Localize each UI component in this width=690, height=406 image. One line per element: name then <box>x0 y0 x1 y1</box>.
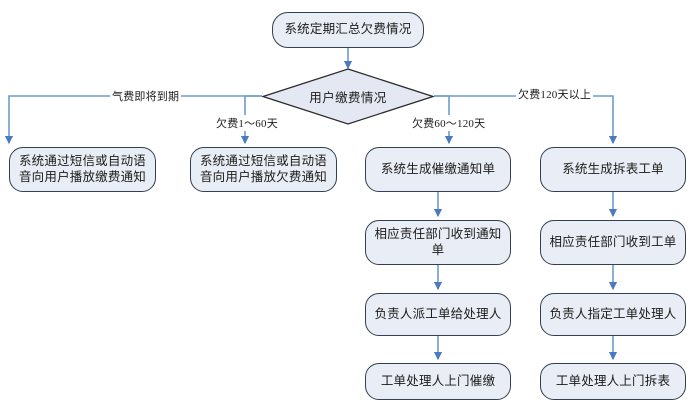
node-manager-designates-handler[interactable]: 负责人指定工单处理人 <box>540 293 686 336</box>
node-handler-visits-to-remove-meter[interactable]: 工单处理人上门拆表 <box>540 363 686 400</box>
node-sms-voice-arrears-notice[interactable]: 系统通过短信或自动语音向用户播放欠费通知 <box>190 147 337 192</box>
branch-label-arrears-60-120: 欠费60～120天 <box>410 115 488 131</box>
node-label: 相应责任部门收到通知单 <box>374 227 502 257</box>
branch-label-gas-due: 气费即将到期 <box>110 88 182 104</box>
node-summarize-arrears[interactable]: 系统定期汇总欠费情况 <box>272 12 424 48</box>
decision-shape <box>260 68 436 125</box>
node-handler-visits-to-collect[interactable]: 工单处理人上门催缴 <box>365 363 511 400</box>
node-label: 系统定期汇总欠费情况 <box>284 22 412 37</box>
branch-label-arrears-1-60: 欠费1～60天 <box>214 115 280 131</box>
node-label: 系统通过短信或自动语音向用户播放欠费通知 <box>199 154 327 184</box>
node-label: 系统生成催缴通知单 <box>380 161 496 176</box>
node-department-receives-notice[interactable]: 相应责任部门收到通知单 <box>365 220 511 265</box>
node-label: 工单处理人上门拆表 <box>555 373 671 388</box>
node-label: 相应责任部门收到工单 <box>549 234 677 249</box>
node-label: 系统生成拆表工单 <box>562 161 664 176</box>
decision-payment-status[interactable]: 用户缴费情况 <box>260 68 436 125</box>
node-generate-meter-removal-order[interactable]: 系统生成拆表工单 <box>540 147 686 192</box>
decision-label: 用户缴费情况 <box>309 91 387 105</box>
node-label: 系统通过短信或自动语音向用户播放缴费通知 <box>18 154 146 184</box>
node-label: 负责人指定工单处理人 <box>549 306 677 321</box>
node-manager-assigns-order[interactable]: 负责人派工单给处理人 <box>365 293 511 336</box>
node-department-receives-order[interactable]: 相应责任部门收到工单 <box>540 220 686 265</box>
node-sms-voice-payment-notice[interactable]: 系统通过短信或自动语音向用户播放缴费通知 <box>9 147 156 192</box>
node-label: 负责人派工单给处理人 <box>374 306 502 321</box>
branch-label-arrears-120-plus: 欠费120天以上 <box>516 86 594 102</box>
node-label: 工单处理人上门催缴 <box>380 373 496 388</box>
node-generate-reminder-notice[interactable]: 系统生成催缴通知单 <box>365 147 511 192</box>
